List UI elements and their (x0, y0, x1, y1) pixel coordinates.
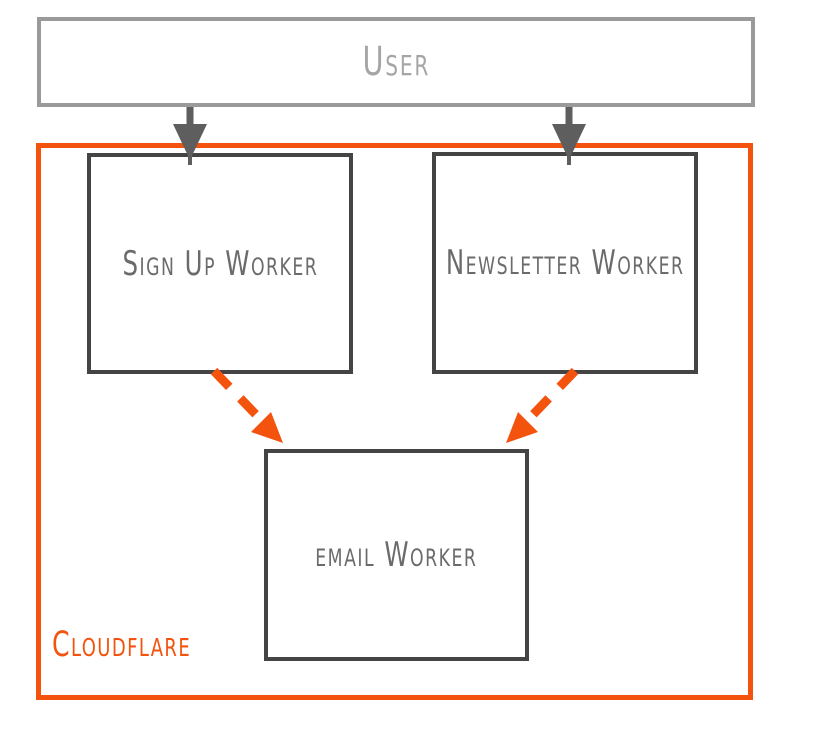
node-newsletter-worker: Newsletter Worker (432, 152, 698, 374)
node-cloudflare-label: Cloudflare (52, 625, 192, 665)
node-email-worker-label: email Worker (315, 535, 478, 575)
node-signup-worker: Sign Up Worker (87, 153, 353, 374)
node-signup-worker-label: Sign Up Worker (122, 243, 318, 284)
node-email-worker: email Worker (264, 449, 529, 661)
node-user-label: User (362, 39, 430, 85)
node-user: User (37, 17, 755, 107)
node-newsletter-worker-label: Newsletter Worker (445, 243, 685, 283)
